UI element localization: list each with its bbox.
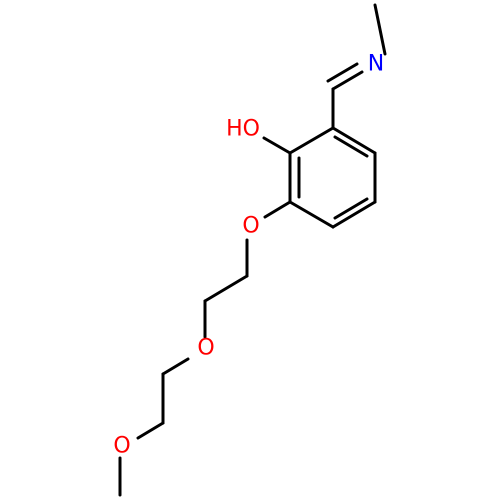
bond-o2-c [161,357,190,376]
bond-c1-c2 [288,126,335,155]
bond-c-o3 [136,421,165,440]
bond-c4-c5-inner [333,197,369,220]
bond-c4-c5 [331,200,377,229]
atom-nitrogen: N [368,52,384,77]
bond-ch-n [331,70,364,91]
bond-ring-o1 [263,200,292,219]
atom-ether-oxygen-1: O [242,214,259,239]
bond-c-c1 [203,274,249,303]
bond-n-ch3 [373,3,387,56]
bond-c6-c1 [331,126,377,155]
atom-methoxy-oxygen: O [113,434,130,459]
bond-ring-oh [262,136,292,155]
bond-c6-c1-inner [333,135,369,158]
atom-ether-oxygen-2: O [197,336,214,361]
bond-ch-n-double [326,62,359,83]
atom-hydroxyl: HO [226,117,260,142]
bond-c3-c4 [288,200,335,229]
benzene-ring [288,126,377,229]
ether-chain [118,200,292,497]
imine-group [326,3,387,130]
